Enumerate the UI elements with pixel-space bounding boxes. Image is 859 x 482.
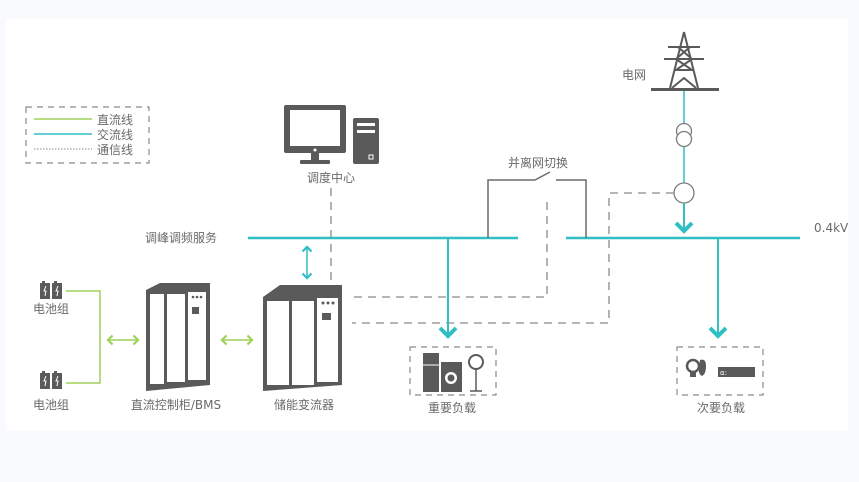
transformer-icon: [675, 122, 693, 148]
grid-switch: [487, 171, 587, 238]
important-load-box: [409, 346, 497, 396]
peak-service-label: 调峰调频服务: [145, 231, 218, 245]
fan-icon: [468, 354, 484, 392]
refrigerator-icon: [423, 353, 439, 392]
dc-cabinet-label: 直流控制柜/BMS: [130, 398, 222, 412]
power-tower-icon: [651, 31, 719, 91]
important-load-label: 重要负载: [427, 401, 477, 415]
switch-label: 并离网切换: [508, 156, 569, 170]
battery-label-1: 电池组: [32, 302, 70, 316]
secondary-load-box: α:: [676, 346, 764, 396]
appliance-icon: [698, 359, 706, 376]
computer-icon: [284, 105, 379, 164]
legend: [25, 106, 150, 164]
legend-label-comm: 通信线: [97, 143, 134, 157]
battery-icon-2: [40, 371, 62, 389]
pcs-icon: [263, 285, 342, 391]
battery-icon-1: [40, 281, 62, 299]
secondary-load-label: 次要负载: [696, 401, 746, 415]
meter-icon: [673, 182, 695, 204]
dc-battery-bus: [66, 290, 101, 384]
grid-label: 电网: [622, 68, 647, 82]
dc-cabinet-icon: [146, 283, 210, 391]
dispatch-center-label: 调度中心: [306, 171, 356, 185]
battery-label-2: 电池组: [32, 398, 70, 412]
comm-line-meter: [352, 192, 674, 324]
set-top-box-icon: α:: [718, 367, 755, 377]
washing-machine-icon: [441, 362, 462, 392]
legend-border: [25, 106, 150, 164]
bus-voltage-label: 0.4kV: [814, 221, 849, 235]
pcs-label: 储能变流器: [273, 398, 335, 412]
legend-label-dc: 直流线: [97, 113, 134, 127]
svg-text:α:: α:: [720, 369, 727, 377]
legend-label-ac: 交流线: [97, 128, 134, 142]
comm-line-switch: [352, 202, 548, 298]
lightbulb-icon: [685, 358, 701, 377]
